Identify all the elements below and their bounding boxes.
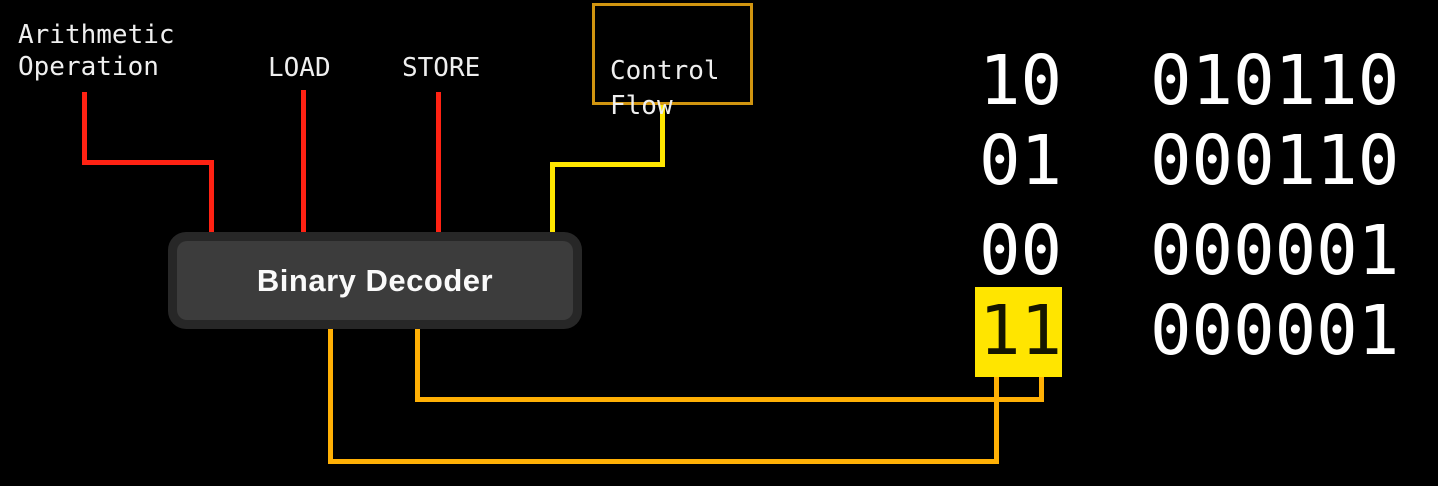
operation-bits: 010110: [1150, 41, 1400, 121]
load-label: LOAD: [268, 53, 331, 83]
arithmetic-operation-label: Arithmetic Operation: [18, 20, 175, 82]
operation-bits: 000001: [1150, 291, 1400, 371]
store-label: STORE: [402, 53, 481, 83]
opcode-highlight: [975, 287, 1062, 377]
decoder-output-wire-left: [328, 324, 999, 464]
control-flow-label: Control Flow: [610, 56, 720, 121]
opcode-value: 00: [979, 211, 1063, 291]
operation-bits: 000001: [1150, 211, 1400, 291]
control-flow-wire: [550, 92, 665, 240]
control-flow-box: Control Flow: [592, 3, 753, 121]
arithmetic-wire: [82, 92, 214, 240]
opcode-value: 10: [979, 41, 1063, 121]
binary-decoder-inner: Binary Decoder: [177, 241, 573, 320]
operation-bits: 000110: [1150, 121, 1400, 201]
opcode-value: 11: [979, 291, 1063, 371]
decoder-output-wire-right: [415, 324, 1044, 402]
binary-decoder-label: Binary Decoder: [256, 262, 494, 298]
opcode-value: 01: [979, 121, 1063, 201]
binary-decoder-box: Binary Decoder: [168, 232, 582, 329]
